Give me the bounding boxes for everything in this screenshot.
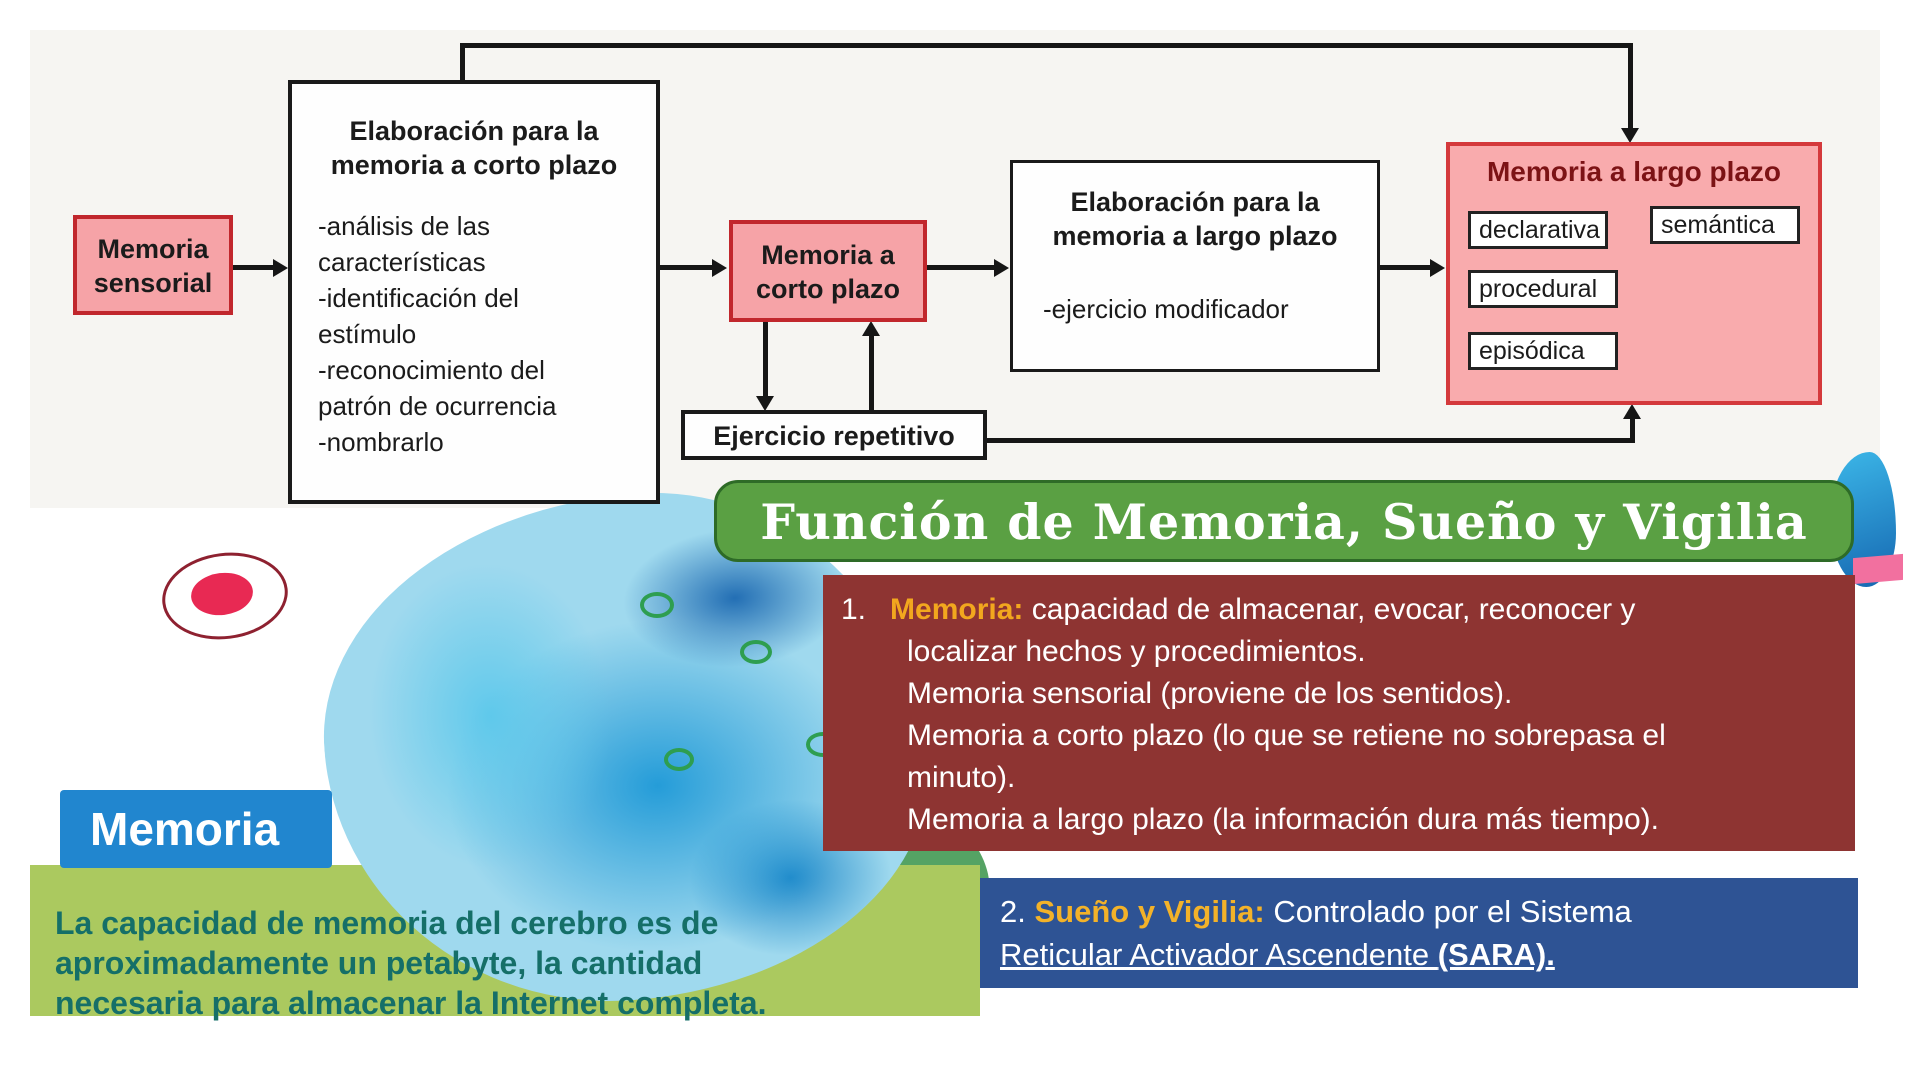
green-ring-icon	[740, 640, 772, 664]
memoria-keyword: Memoria:	[890, 593, 1024, 626]
section-banner: Función de Memoria, Sueño y Vigilia	[714, 480, 1854, 562]
memoria-corto-plazo-box: Memoria a corto plazo	[729, 220, 927, 322]
memory-type-procedural: procedural	[1468, 270, 1618, 308]
item-number: 1.	[841, 593, 867, 626]
memory-type-semantica: semántica	[1650, 206, 1800, 244]
elaboracion-corto-title: Elaboración para la memoria a corto plaz…	[330, 116, 618, 180]
ejercicio-repetitivo-box: Ejercicio repetitivo	[681, 410, 987, 460]
sueno-line1-text: Controlado por el Sistema	[1273, 894, 1632, 929]
memoria-panel-body: localizar hechos y procedimientos. Memor…	[907, 635, 1666, 836]
arrow-sensorial-to-elaboracion	[233, 265, 273, 270]
memoria-line1-text: capacidad de almacenar, evocar, reconoce…	[1031, 593, 1636, 626]
elaboracion-corto-plazo-box: Elaboración para la memoria a corto plaz…	[288, 80, 660, 504]
feedback-line-top	[460, 43, 1633, 48]
arrow-elaboracion-largo-to-largo	[1380, 265, 1430, 270]
memoria-panel: 1. Memoria: capacidad de almacenar, evoca…	[823, 575, 1855, 851]
memoria-card-title: Memoria	[60, 790, 332, 868]
memoria-panel-line1: 1. Memoria: capacidad de almacenar, evoca…	[841, 589, 1835, 631]
sueno-line2: Reticular Activador Ascendente (SARA).	[1000, 933, 1840, 976]
arrowhead	[1621, 128, 1639, 143]
sueno-keyword: Sueño y Vigilia:	[1034, 894, 1265, 929]
elaboracion-largo-plazo-box: Elaboración para la memoria a largo plaz…	[1010, 160, 1380, 372]
arrow-elaboracion-to-corto	[660, 265, 712, 270]
sueno-vigilia-panel: 2. Sueño y Vigilia: Controlado por el Si…	[980, 878, 1858, 988]
ejercicio-to-largo-vertical	[1630, 419, 1635, 443]
pink-ribbon	[1853, 553, 1903, 585]
arrowhead	[273, 259, 288, 277]
arrow-ejercicio-to-corto	[869, 336, 874, 410]
arrowhead	[994, 259, 1009, 277]
sara-abbreviation: (SARA).	[1437, 937, 1555, 972]
arrow-corto-to-ejercicio	[763, 322, 768, 397]
elaboracion-largo-title: Elaboración para la memoria a largo plaz…	[1052, 187, 1338, 251]
feedback-line-down	[1628, 43, 1633, 128]
ejercicio-to-largo-horizontal	[987, 438, 1635, 443]
arrowhead	[756, 396, 774, 411]
memoria-caption: La capacidad de memoria del cerebro es d…	[55, 905, 767, 1021]
sueno-line1: 2. Sueño y Vigilia: Controlado por el Si…	[1000, 890, 1840, 933]
arrowhead	[712, 259, 727, 277]
elaboracion-largo-items: -ejercicio modificador	[1043, 294, 1289, 324]
item-number: 2.	[1000, 894, 1026, 929]
arrowhead	[1623, 404, 1641, 419]
memoria-sensorial-box: Memoria sensorial	[73, 215, 233, 315]
memoria-largo-title: Memoria a largo plazo	[1486, 156, 1782, 187]
arrow-corto-to-elaboracion-largo	[927, 265, 994, 270]
memory-type-episodica: episódica	[1468, 332, 1618, 370]
feedback-line-up	[460, 45, 465, 81]
green-ring-icon	[664, 748, 694, 771]
memory-type-declarativa: declarativa	[1468, 211, 1608, 249]
elaboracion-corto-items: -análisis de las características -identi…	[318, 211, 557, 457]
green-ring-icon	[640, 592, 674, 618]
arrowhead	[862, 321, 880, 336]
sara-system-text: Reticular Activador Ascendente	[1000, 937, 1438, 972]
arrowhead	[1430, 259, 1445, 277]
